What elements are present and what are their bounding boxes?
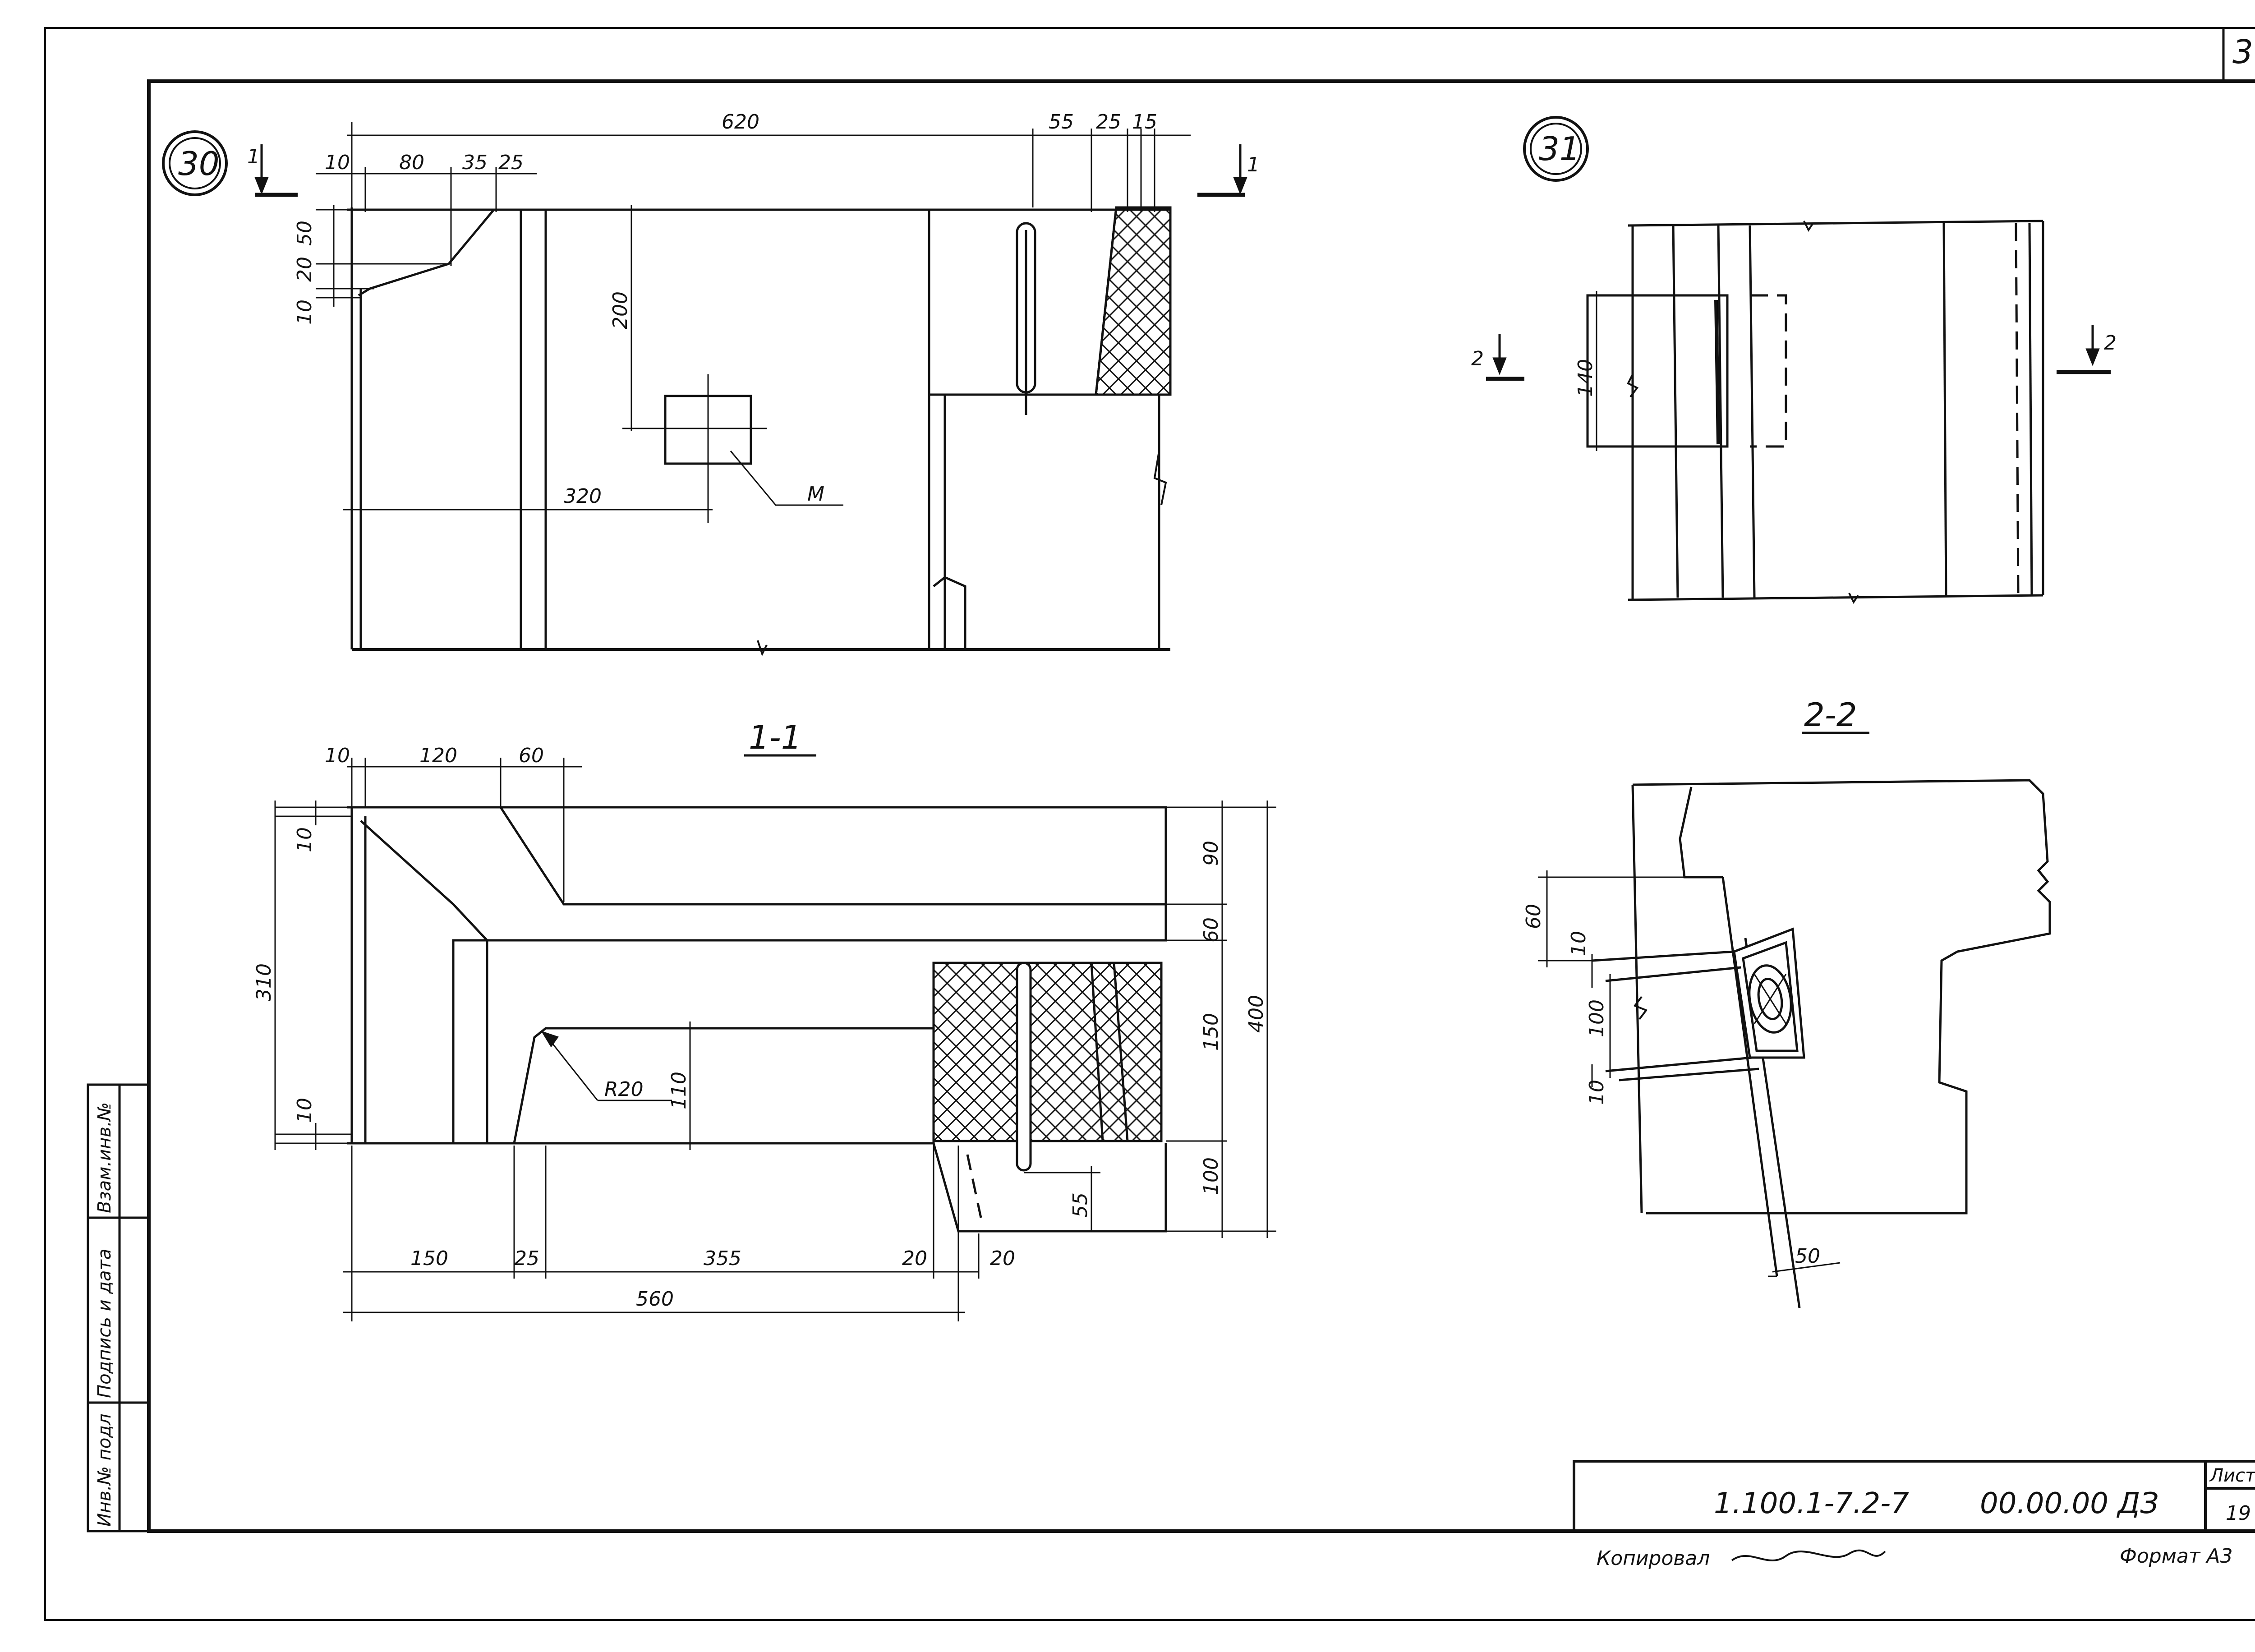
dim-25: 25 bbox=[1096, 110, 1121, 133]
dim-50: 50 bbox=[293, 221, 316, 246]
side-vzam-label: Взам.инв.№ bbox=[94, 1102, 115, 1213]
section-2-2-title: 2-2 bbox=[1804, 696, 1857, 734]
title-block bbox=[1573, 1460, 2255, 1532]
s11-dim-55: 55 bbox=[1069, 1192, 1092, 1218]
corner-number: 36 bbox=[2232, 33, 2255, 71]
outer-frame bbox=[44, 27, 2255, 1621]
s11-dim-150: 150 bbox=[1200, 1013, 1223, 1051]
s22-dim-10b: 10 bbox=[1585, 1080, 1608, 1105]
section-2-2 bbox=[1538, 779, 2051, 1308]
node-31-section-left: 2 bbox=[1471, 347, 1484, 370]
node-31-section-right: 2 bbox=[2104, 331, 2117, 354]
node-30 bbox=[162, 122, 1247, 657]
dim-35: 35 bbox=[462, 151, 488, 174]
s11-dim-b20b: 20 bbox=[990, 1247, 1015, 1270]
s11-dim-400: 400 bbox=[1245, 995, 1268, 1033]
side-sign-label: Подпись и дата bbox=[94, 1249, 115, 1398]
s22-dim-100: 100 bbox=[1585, 999, 1608, 1037]
dim-20: 20 bbox=[293, 257, 316, 282]
dim-320: 320 bbox=[564, 485, 602, 508]
copied-label: Копировал bbox=[1597, 1547, 1710, 1570]
s11-dim-10a: 10 bbox=[293, 827, 316, 852]
s11-dim-10: 10 bbox=[325, 744, 350, 767]
doc-mark: 00.00.00 ДЗ bbox=[1980, 1487, 2158, 1520]
sheet-label: Лист bbox=[2209, 1465, 2255, 1486]
copier-signature bbox=[1731, 1549, 1886, 1561]
dim-80: 80 bbox=[399, 151, 424, 174]
node-31 bbox=[1486, 116, 2111, 604]
s22-dim-60: 60 bbox=[1522, 904, 1545, 929]
s11-dim-b25: 25 bbox=[514, 1247, 539, 1270]
s11-dim-60v: 60 bbox=[1200, 917, 1223, 943]
mark-M: М bbox=[807, 483, 824, 506]
dim-10-vert: 10 bbox=[293, 299, 316, 325]
section-1-1-title: 1-1 bbox=[749, 718, 802, 756]
dim-200: 200 bbox=[609, 291, 632, 329]
s11-dim-b560: 560 bbox=[636, 1288, 674, 1311]
side-inv-label: Инв.№ подл bbox=[94, 1413, 115, 1527]
doc-code: 1.100.1-7.2-7 bbox=[1714, 1487, 1909, 1520]
s11-dim-120: 120 bbox=[419, 744, 457, 767]
node-30-section-right: 1 bbox=[1247, 153, 1260, 176]
s22-dim-10: 10 bbox=[1567, 931, 1590, 956]
dim-140: 140 bbox=[1574, 359, 1597, 397]
s22-dim-50: 50 bbox=[1795, 1245, 1820, 1268]
s11-dim-b150: 150 bbox=[410, 1247, 448, 1270]
sheet-number: 19 bbox=[2226, 1502, 2251, 1525]
s11-dim-100: 100 bbox=[1200, 1157, 1223, 1195]
s11-dim-10b: 10 bbox=[293, 1098, 316, 1123]
s11-dim-60: 60 bbox=[519, 744, 544, 767]
s11-radius: R20 bbox=[604, 1078, 644, 1101]
dim-10-top: 10 bbox=[325, 151, 350, 174]
format-label: Формат А3 bbox=[2120, 1545, 2233, 1568]
s11-dim-90: 90 bbox=[1200, 841, 1223, 866]
s11-dim-110: 110 bbox=[667, 1072, 690, 1109]
dim-15: 15 bbox=[1132, 110, 1157, 133]
dim-620: 620 bbox=[722, 110, 759, 133]
section-1-1 bbox=[274, 758, 1276, 1321]
node-30-number: 30 bbox=[178, 145, 220, 183]
dim-25b: 25 bbox=[498, 151, 524, 174]
dim-55: 55 bbox=[1049, 110, 1074, 133]
s11-dim-b355: 355 bbox=[704, 1247, 741, 1270]
s11-dim-b20: 20 bbox=[902, 1247, 927, 1270]
side-stamp bbox=[87, 1083, 150, 1532]
node-30-section-left: 1 bbox=[247, 145, 260, 168]
s11-dim-310: 310 bbox=[253, 963, 276, 1001]
node-31-number: 31 bbox=[1539, 130, 1580, 168]
